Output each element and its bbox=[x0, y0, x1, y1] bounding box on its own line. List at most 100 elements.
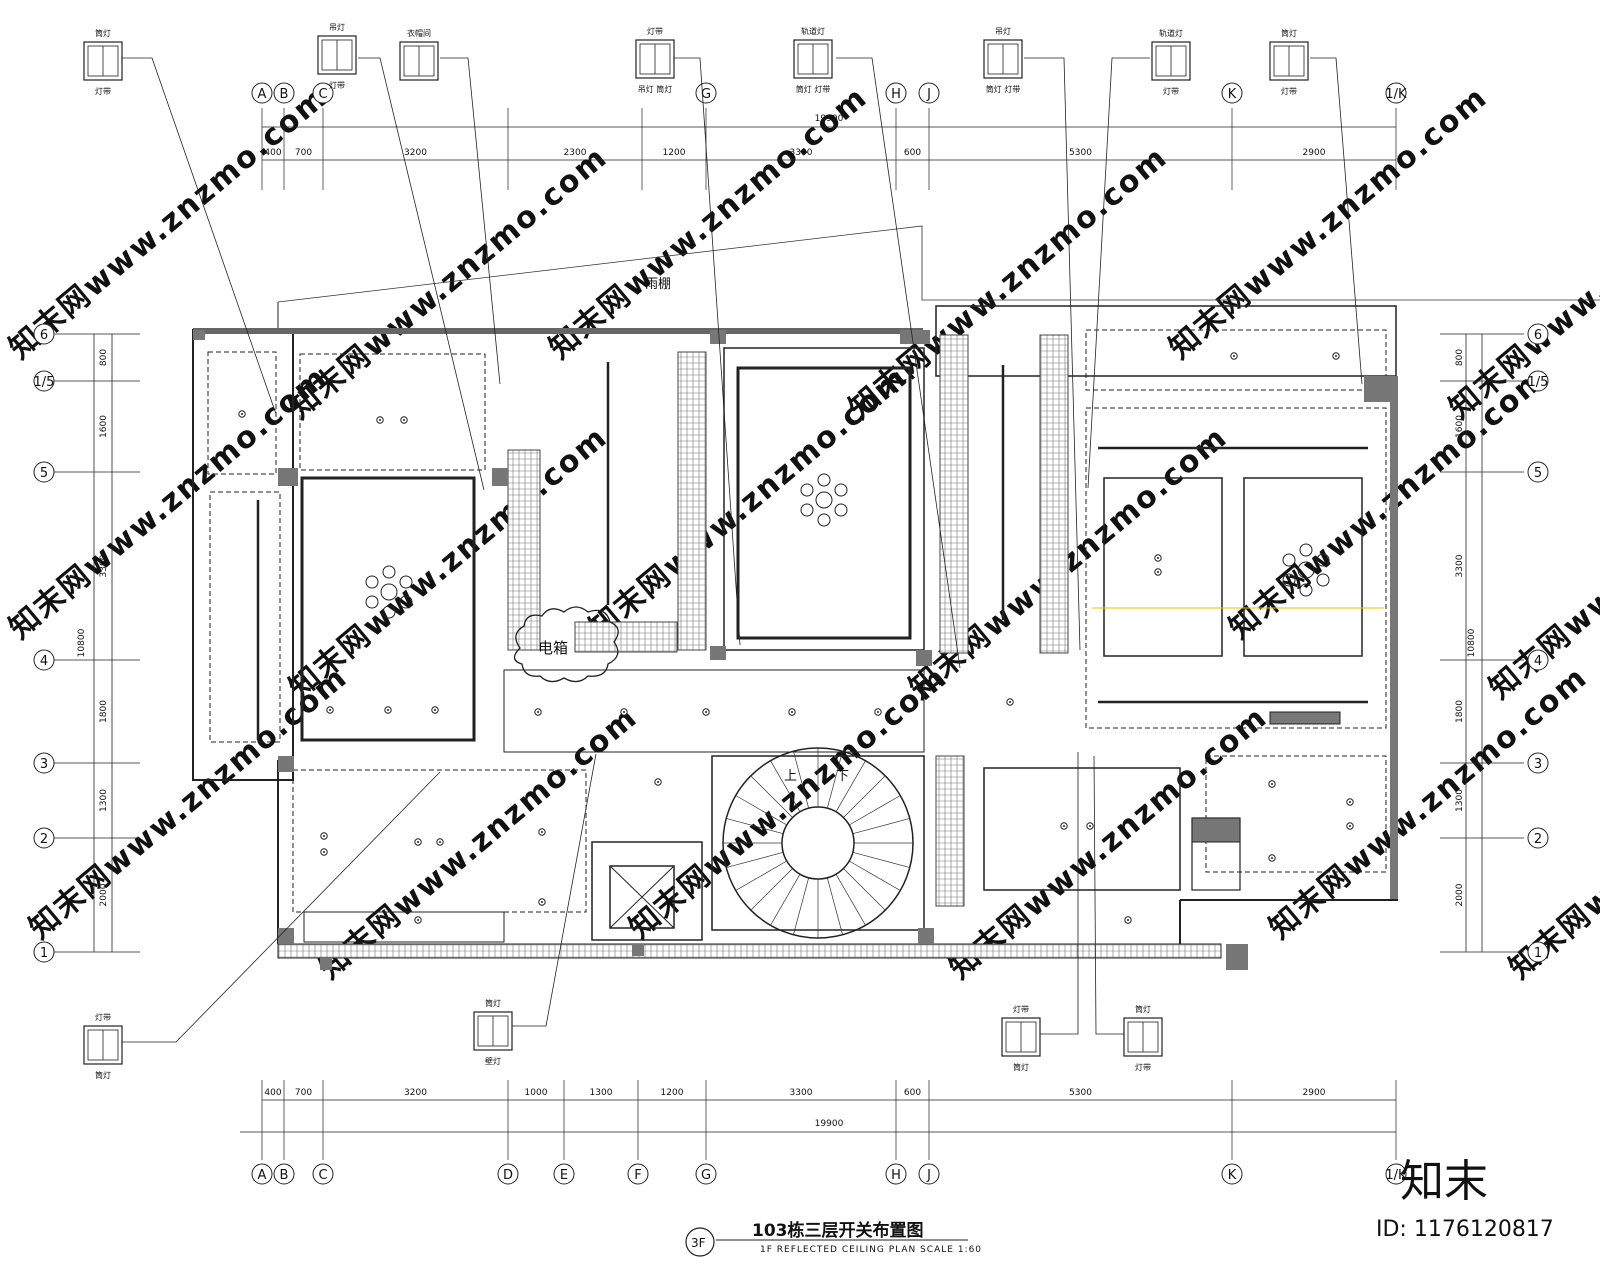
grid-col-bottom-D: D bbox=[503, 1168, 513, 1183]
chandelier bbox=[1282, 543, 1330, 597]
grid-col-bottom-C-circle bbox=[312, 1163, 334, 1185]
switch-label-top: 筒灯 bbox=[485, 998, 501, 1008]
column bbox=[916, 650, 932, 666]
column bbox=[278, 468, 298, 486]
dim-left-value: 2000 bbox=[99, 883, 109, 906]
stair-tread bbox=[770, 760, 801, 812]
dim-right-value: 800 bbox=[1455, 349, 1465, 366]
switch-label-top: 灯带 bbox=[95, 1012, 111, 1022]
stair-tread bbox=[726, 818, 784, 835]
wardrobe-strip bbox=[677, 351, 707, 651]
switch-label-top: 筒灯 bbox=[1135, 1004, 1151, 1014]
dim-bottom-value: 3200 bbox=[404, 1088, 427, 1098]
switch-label-bottom: 筒灯 灯带 bbox=[796, 84, 831, 94]
cloakroom-strip bbox=[507, 449, 541, 651]
column bbox=[1226, 944, 1248, 970]
leader-line bbox=[1310, 57, 1363, 385]
grid-col-top-G-circle bbox=[695, 82, 717, 104]
room-bedroom-2 bbox=[723, 347, 925, 651]
column bbox=[1364, 376, 1392, 402]
watermark-text: 知末网www.znzmo.com bbox=[583, 360, 915, 646]
grid-col-bottom-G: G bbox=[701, 1168, 711, 1183]
watermark-text: 知末网www.znzmo.com bbox=[283, 140, 615, 426]
dim-bottom-value: 2900 bbox=[1303, 1088, 1326, 1098]
grid-col-bottom-E-circle bbox=[553, 1163, 575, 1185]
room-lower-right-strip bbox=[935, 755, 965, 907]
stair-tread bbox=[835, 874, 866, 926]
wall-south bbox=[277, 943, 1222, 959]
downlight-dot bbox=[541, 831, 543, 833]
switch-label-top: 吊灯 bbox=[995, 26, 1011, 36]
downlight-dot bbox=[329, 709, 331, 711]
leader-line bbox=[1093, 755, 1124, 1035]
wall-east bbox=[1390, 376, 1398, 901]
grid-row-left-6: 6 bbox=[40, 328, 48, 343]
stair-tread bbox=[793, 751, 810, 809]
stair-tread bbox=[849, 795, 901, 826]
room-east-panel-1 bbox=[1103, 477, 1223, 657]
leader-lines bbox=[122, 57, 1363, 1043]
grid-col-bottom-G-circle bbox=[695, 1163, 717, 1185]
dim-top-value: 400 bbox=[264, 148, 281, 158]
downlight-dot bbox=[417, 919, 419, 921]
dim-bottom-value: 1300 bbox=[590, 1088, 613, 1098]
title-main: 103栋三层开关布置图 bbox=[752, 1220, 924, 1241]
grid-col-top-A-circle bbox=[251, 82, 273, 104]
dim-bottom-value: 400 bbox=[264, 1088, 281, 1098]
room-lower-right-2 bbox=[1205, 755, 1387, 873]
stair-tread bbox=[826, 751, 843, 809]
leader-line bbox=[1024, 57, 1081, 651]
downlight-dot bbox=[434, 709, 436, 711]
downlight-dot bbox=[1127, 919, 1129, 921]
title-sub: 1F REFLECTED CEILING PLAN SCALE 1:60 bbox=[760, 1245, 982, 1255]
dim-bottom-total: 19900 bbox=[815, 1119, 844, 1129]
grid-col-bottom-B-circle bbox=[273, 1163, 295, 1185]
east-strip-1 bbox=[939, 334, 969, 654]
dim-left-value: 1800 bbox=[99, 700, 109, 723]
switch-label-top: 衣帽间 bbox=[407, 28, 431, 38]
dim-right-total: 10800 bbox=[1467, 628, 1477, 657]
label-stair-up: 上 bbox=[784, 769, 797, 784]
cabinet-east-top bbox=[1191, 817, 1241, 843]
downlight-dot bbox=[1063, 825, 1065, 827]
downlight-dot bbox=[877, 711, 879, 713]
grid-row-right-5: 5 bbox=[1534, 466, 1542, 481]
dim-bottom-value: 5300 bbox=[1069, 1088, 1092, 1098]
title-block: 3F 103栋三层开关布置图 1F REFLECTED CEILING PLAN… bbox=[685, 1220, 982, 1257]
downlight-dot bbox=[241, 413, 243, 415]
grid-row-right-5-circle bbox=[1527, 461, 1549, 483]
leader-line bbox=[1038, 752, 1079, 1035]
grid-row-left-3-circle bbox=[33, 752, 55, 774]
switch-label-bottom: 灯带 bbox=[95, 86, 111, 96]
grid-row-left-2-circle bbox=[33, 827, 55, 849]
switch-label-bottom: 灯带 bbox=[1281, 86, 1297, 96]
dim-top-total: 19900 bbox=[815, 114, 844, 124]
downlight-dot bbox=[323, 835, 325, 837]
grid-col-top-K: K bbox=[1228, 87, 1237, 102]
downlight-dot bbox=[657, 781, 659, 783]
grid-col-top-J-circle bbox=[918, 82, 940, 104]
downlight-dot bbox=[1271, 783, 1273, 785]
room-lower-right-ceiling bbox=[983, 767, 1181, 891]
leader-line bbox=[1087, 57, 1150, 489]
grid-row-left-6-circle bbox=[33, 323, 55, 345]
dim-top-value: 600 bbox=[904, 148, 921, 158]
grid-row-right-1: 1 bbox=[1534, 946, 1542, 961]
room-lower-left bbox=[292, 769, 587, 913]
grid-col-top-1/K-circle bbox=[1385, 82, 1407, 104]
stair-tread bbox=[793, 877, 810, 935]
elevator-car bbox=[609, 865, 675, 929]
stair-tread bbox=[735, 860, 787, 891]
watermark-layer: 知末网www.znzmo.com知末网www.znzmo.com知末网www.z… bbox=[3, 80, 1600, 986]
grid-col-bottom-K: K bbox=[1228, 1168, 1237, 1183]
room-bedroom-1-ceiling bbox=[300, 476, 476, 742]
grid-row-right-2-circle bbox=[1527, 827, 1549, 849]
dim-top-value: 5300 bbox=[1069, 148, 1092, 158]
dim-left-value: 1300 bbox=[99, 789, 109, 812]
stair-treads bbox=[723, 748, 913, 938]
leader-line bbox=[358, 57, 485, 491]
grid-col-bottom-A: A bbox=[258, 1168, 267, 1183]
room-east-panel-2 bbox=[1243, 477, 1363, 657]
grid-col-top-H: H bbox=[891, 87, 901, 102]
